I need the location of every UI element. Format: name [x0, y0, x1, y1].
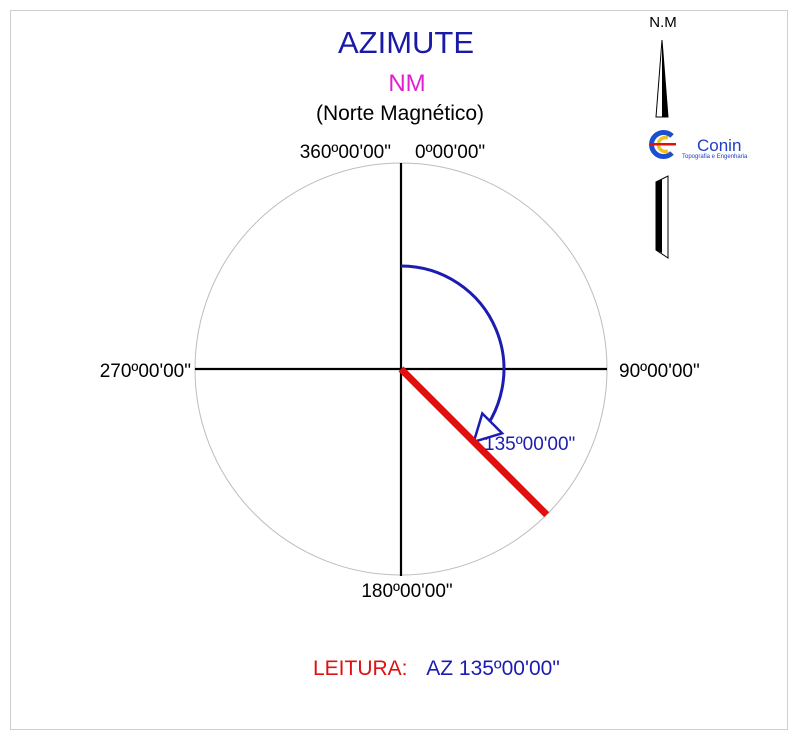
diagram-subtitle: NM: [388, 70, 425, 97]
reading-prefix: LEITURA:: [313, 657, 408, 680]
reading-value: AZ 135º00'00": [426, 657, 560, 680]
diagram-frame: [10, 10, 788, 730]
azimuth-angle-label: 135º00'00": [484, 434, 575, 455]
north-arrow-upper-fill: [662, 40, 668, 117]
diagram-title: AZIMUTE: [338, 25, 474, 60]
azimuth-arc: [400, 264, 506, 443]
north-arrow-lower-fill: [656, 179, 662, 253]
conin-logo: Conin Topografia e Engenharia: [649, 130, 748, 160]
conin-logo-tagline: Topografia e Engenharia: [682, 154, 748, 160]
azimuth-arrowhead: [471, 411, 505, 444]
conin-logo-name: Conin: [697, 136, 741, 155]
bearing-label-0: 0º00'00": [415, 142, 485, 163]
diagram-subtitle-note: (Norte Magnético): [316, 102, 484, 125]
bearing-label-270: 270º00'00": [100, 361, 191, 382]
bearing-label-360: 360º00'00": [300, 142, 391, 163]
bearing-label-90: 90º00'00": [619, 361, 700, 382]
conin-logo-icon: [649, 130, 676, 159]
north-arrow-label: N.M: [649, 14, 677, 31]
bearing-label-180: 180º00'00": [361, 581, 452, 602]
azimuth-line: [398, 366, 550, 518]
north-arrow: N.M: [649, 14, 677, 259]
reading-line: LEITURA: AZ 135º00'00": [313, 657, 560, 680]
